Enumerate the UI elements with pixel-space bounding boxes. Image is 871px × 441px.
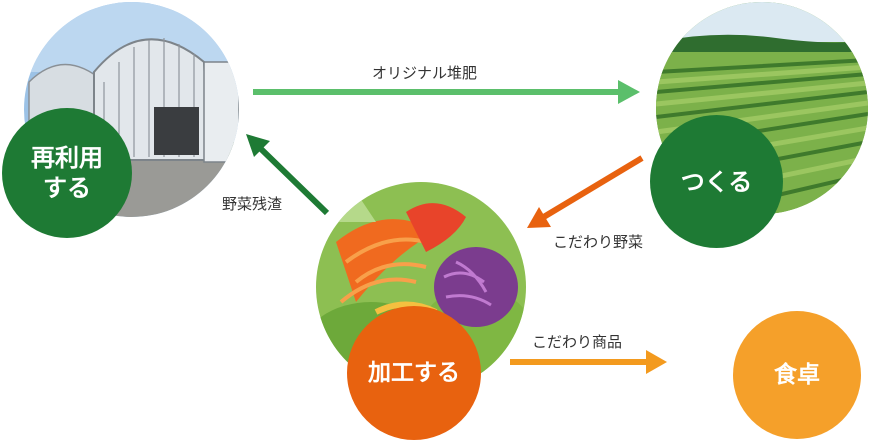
arrow-compost	[253, 80, 640, 104]
edge-products-label: こだわり商品	[532, 333, 623, 351]
node-reuse-badge: 再利用 する	[2, 108, 132, 238]
arrow-residue	[246, 134, 330, 216]
edge-veggies-label: こだわり野菜	[553, 233, 644, 251]
edge-residue-label: 野菜残渣	[222, 195, 283, 213]
node-table-badge: 食卓	[733, 311, 861, 439]
node-process-badge: 加工する	[347, 306, 481, 440]
node-make-badge: つくる	[650, 115, 783, 248]
arrow-veggies	[527, 155, 644, 228]
edge-compost-label: オリジナル堆肥	[372, 64, 478, 82]
arrow-products	[510, 350, 667, 374]
